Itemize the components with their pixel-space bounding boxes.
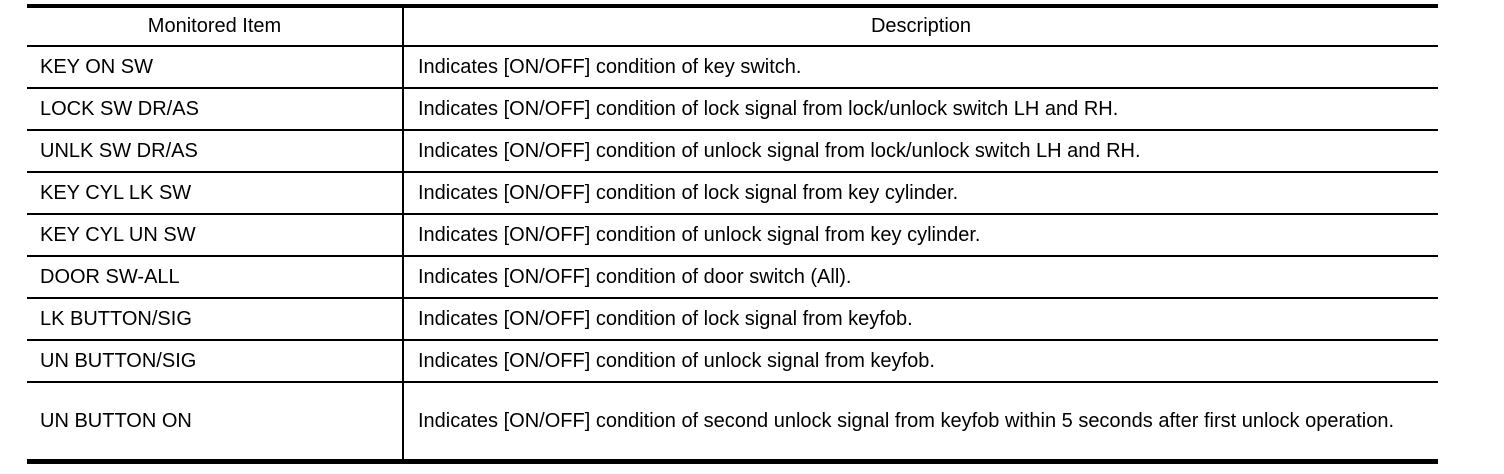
monitored-item-table: Monitored Item Description KEY ON SW Ind… bbox=[27, 4, 1438, 464]
monitored-item-cell: UNLK SW DR/AS bbox=[27, 130, 404, 173]
table-row: KEY CYL UN SW Indicates [ON/OFF] conditi… bbox=[27, 214, 1438, 257]
description-cell: Indicates [ON/OFF] condition of lock sig… bbox=[403, 88, 1438, 131]
monitored-item-cell: LK BUTTON/SIG bbox=[27, 298, 404, 341]
column-header-monitored-item: Monitored Item bbox=[27, 6, 404, 47]
table-row: KEY CYL LK SW Indicates [ON/OFF] conditi… bbox=[27, 172, 1438, 215]
table-row: KEY ON SW Indicates [ON/OFF] condition o… bbox=[27, 46, 1438, 89]
description-cell: Indicates [ON/OFF] condition of key swit… bbox=[403, 46, 1438, 89]
table-header-row: Monitored Item Description bbox=[27, 6, 1438, 47]
table-row: UN BUTTON/SIG Indicates [ON/OFF] conditi… bbox=[27, 340, 1438, 383]
description-cell: Indicates [ON/OFF] condition of unlock s… bbox=[403, 214, 1438, 257]
monitored-item-cell: KEY CYL UN SW bbox=[27, 214, 404, 257]
description-cell: Indicates [ON/OFF] condition of unlock s… bbox=[403, 340, 1438, 383]
monitored-item-cell: DOOR SW-ALL bbox=[27, 256, 404, 299]
monitored-item-cell: LOCK SW DR/AS bbox=[27, 88, 404, 131]
table-row: LK BUTTON/SIG Indicates [ON/OFF] conditi… bbox=[27, 298, 1438, 341]
column-header-description: Description bbox=[403, 6, 1438, 47]
monitored-item-cell: UN BUTTON ON bbox=[27, 382, 404, 463]
description-cell: Indicates [ON/OFF] condition of unlock s… bbox=[403, 130, 1438, 173]
table-row: UN BUTTON ON Indicates [ON/OFF] conditio… bbox=[27, 382, 1438, 463]
description-cell: Indicates [ON/OFF] condition of second u… bbox=[403, 382, 1438, 463]
description-cell: Indicates [ON/OFF] condition of lock sig… bbox=[403, 172, 1438, 215]
monitored-item-cell: KEY ON SW bbox=[27, 46, 404, 89]
description-cell: Indicates [ON/OFF] condition of lock sig… bbox=[403, 298, 1438, 341]
monitored-item-cell: KEY CYL LK SW bbox=[27, 172, 404, 215]
description-cell: Indicates [ON/OFF] condition of door swi… bbox=[403, 256, 1438, 299]
monitored-item-cell: UN BUTTON/SIG bbox=[27, 340, 404, 383]
table-row: UNLK SW DR/AS Indicates [ON/OFF] conditi… bbox=[27, 130, 1438, 173]
table-row: DOOR SW-ALL Indicates [ON/OFF] condition… bbox=[27, 256, 1438, 299]
table-row: LOCK SW DR/AS Indicates [ON/OFF] conditi… bbox=[27, 88, 1438, 131]
